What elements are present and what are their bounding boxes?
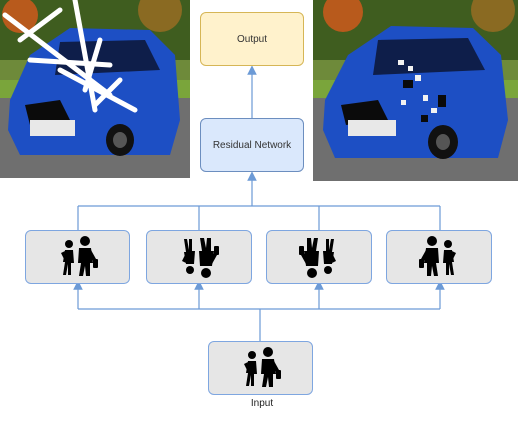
output-box: Output xyxy=(200,12,304,66)
people-walking-flipped-vertical-mirrored-icon xyxy=(299,238,336,278)
people-walking-icon xyxy=(60,236,98,276)
people-walking-icon xyxy=(243,347,281,387)
augmentation-box-vertical-flip xyxy=(146,230,252,284)
augmentation-box-rotated xyxy=(266,230,372,284)
residual-network-box: Residual Network xyxy=(200,118,304,172)
input-label: Input xyxy=(250,398,274,409)
people-walking-flipped-vertical-icon xyxy=(182,238,219,278)
output-label: Output xyxy=(236,33,268,45)
augmentation-box-original xyxy=(25,230,130,284)
damaged-car-photo xyxy=(0,0,190,178)
input-box xyxy=(208,341,313,395)
residual-network-label: Residual Network xyxy=(212,139,292,151)
people-walking-mirrored-icon xyxy=(419,236,456,276)
augmentation-box-horizontal-flip xyxy=(386,230,492,284)
restored-car-photo xyxy=(313,0,518,181)
